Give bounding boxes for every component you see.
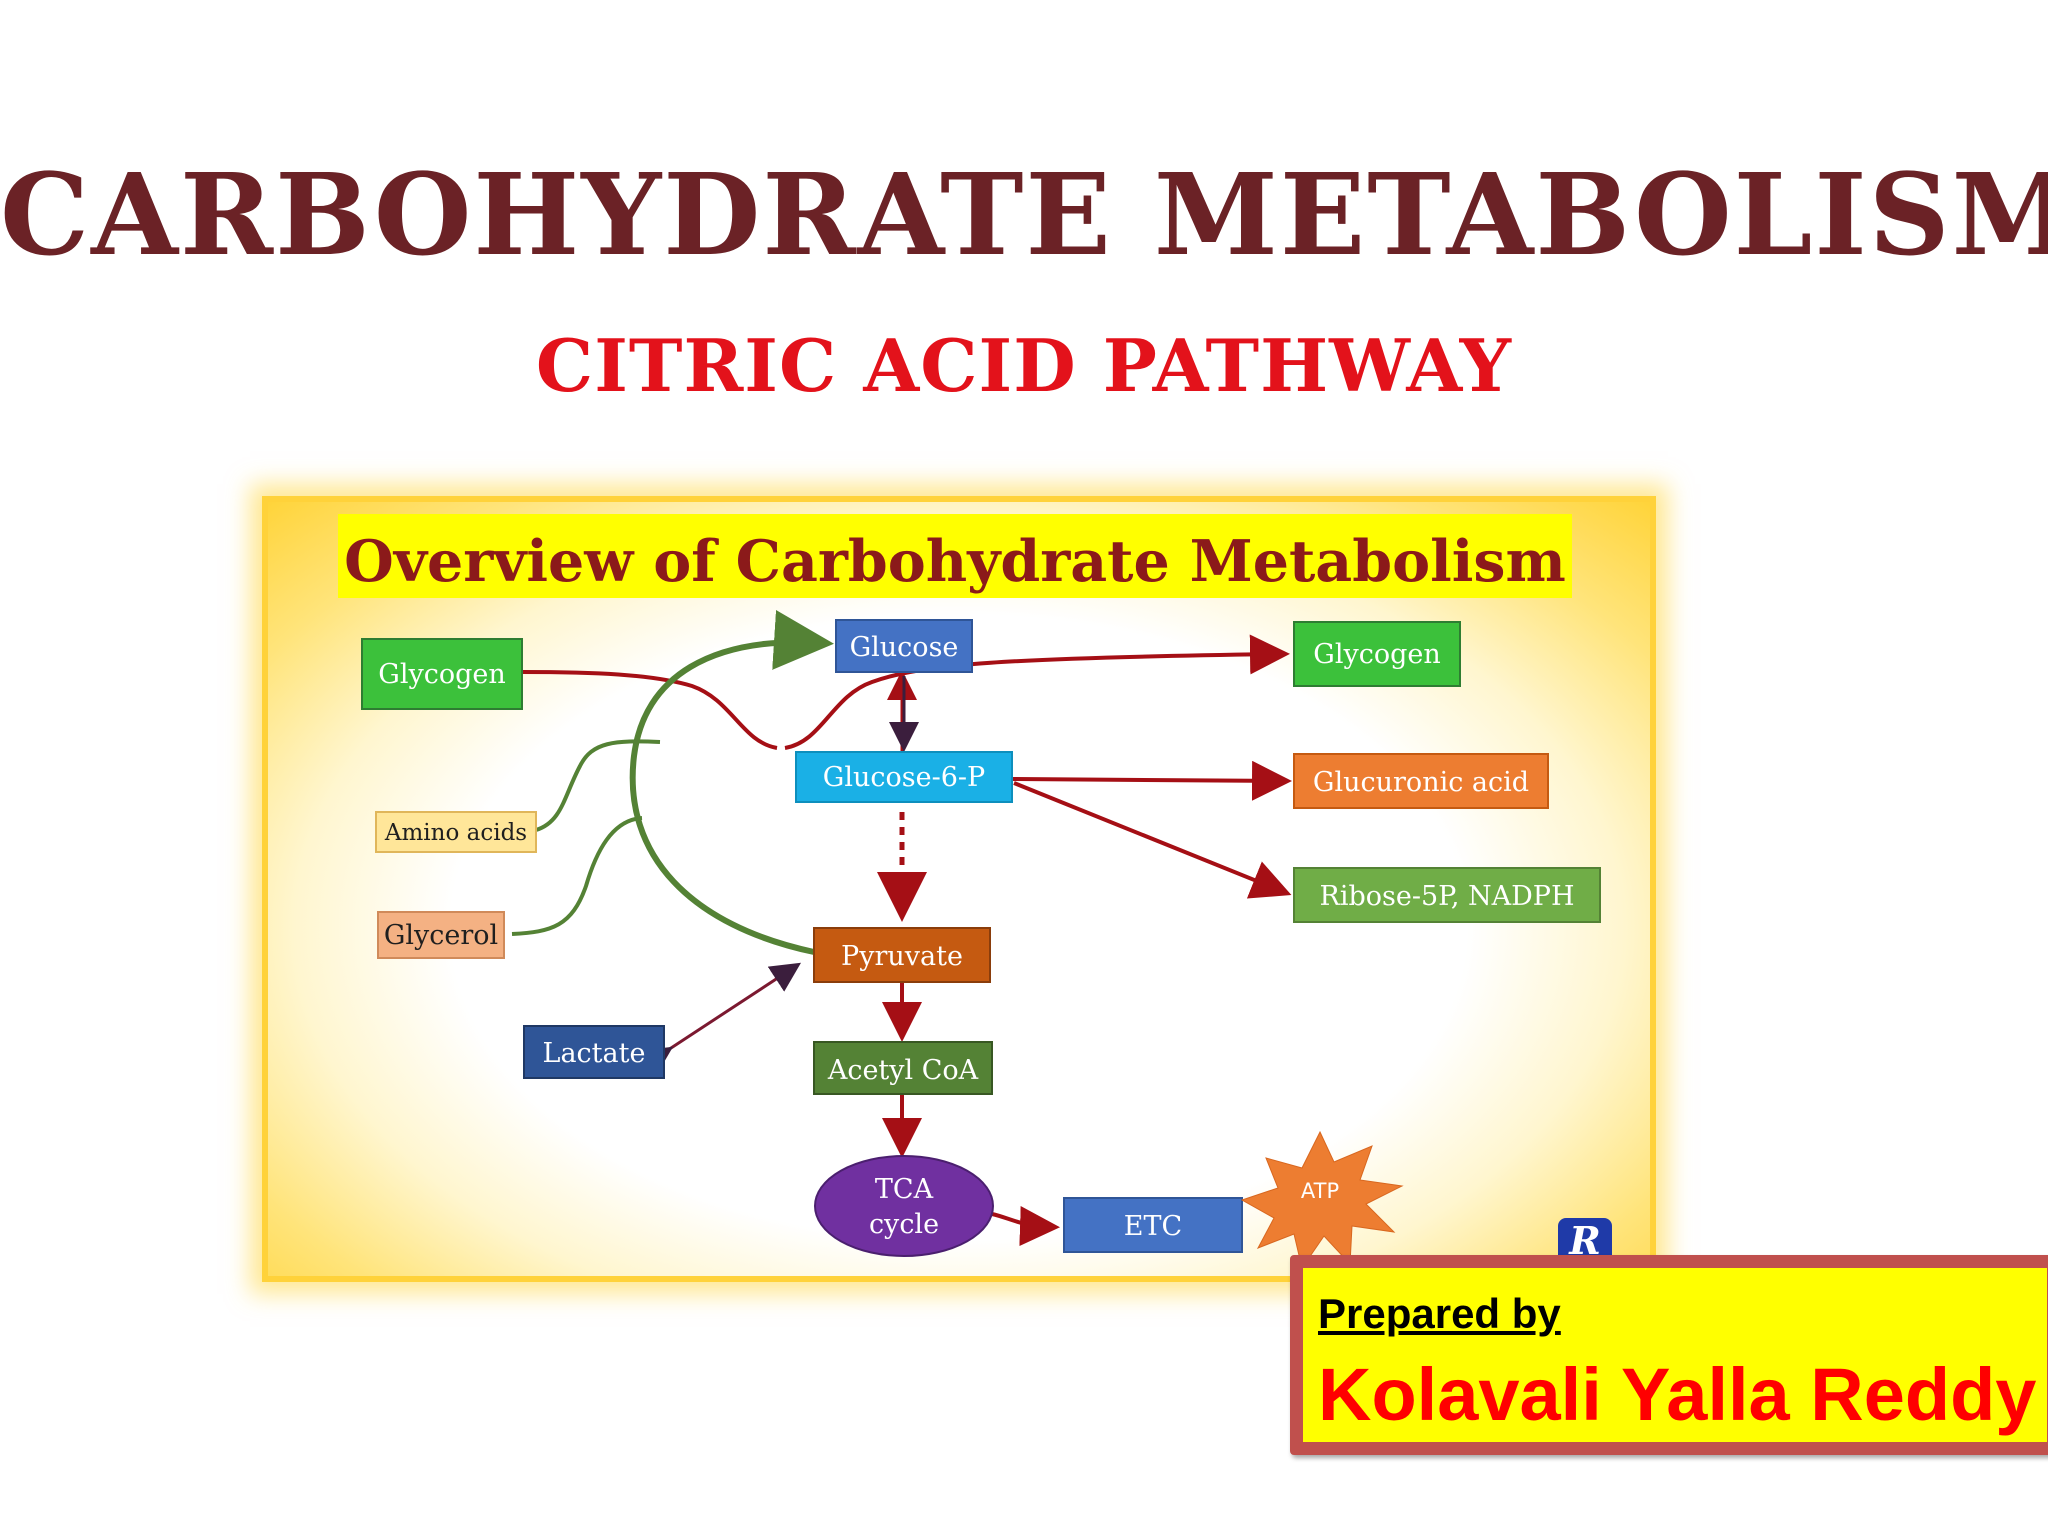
svg-text:Amino acids: Amino acids (384, 820, 527, 846)
node-glycerol: Glycerol (377, 911, 505, 959)
svg-text:Acetyl CoA: Acetyl CoA (827, 1055, 979, 1086)
node-tca-cycle: TCA cycle (814, 1155, 994, 1257)
node-acetyl-coa: Acetyl CoA (813, 1041, 993, 1095)
node-amino-acids: Amino acids (375, 811, 537, 853)
svg-text:Glycogen: Glycogen (378, 659, 506, 690)
arrow-glycogen-to-glucose6p (521, 670, 778, 750)
svg-text:Glycogen: Glycogen (1313, 639, 1441, 670)
svg-text:Glucose: Glucose (850, 632, 959, 663)
metabolism-diagram: Overview of Carbohydrate Metabolism Glyc… (338, 514, 1612, 1270)
node-glucose-6-p: Glucose-6-P (795, 751, 1013, 803)
arrow-pyruvate-lactate (639, 962, 802, 1076)
node-glucose: Glucose (835, 619, 973, 673)
prepared-by-label: Prepared by (1318, 1290, 1561, 1337)
arrow-tca-to-etc (991, 1206, 1060, 1246)
node-ribose-5p: Ribose-5P, NADPH (1293, 867, 1601, 923)
slide-subtitle: CITRIC ACID PATHWAY (535, 323, 1513, 408)
slide-title: CARBOHYDRATE METABOLISM (0, 150, 2048, 281)
svg-text:cycle: cycle (869, 1209, 939, 1240)
node-atp-burst: ATP (1240, 1130, 1404, 1270)
svg-text:Pyruvate: Pyruvate (841, 941, 963, 972)
svg-text:Glucuronic acid: Glucuronic acid (1313, 767, 1529, 798)
svg-text:ETC: ETC (1124, 1211, 1182, 1242)
node-glycogen-left: Glycogen (361, 638, 523, 710)
arrow-glycerol-feed (511, 816, 643, 936)
svg-text:Glycerol: Glycerol (384, 920, 498, 951)
node-lactate: Lactate (523, 1025, 665, 1079)
svg-text:ATP: ATP (1301, 1179, 1339, 1203)
node-pyruvate: Pyruvate (813, 927, 991, 983)
arrow-glucose6p-to-glucuronic (1011, 760, 1292, 801)
svg-text:Lactate: Lactate (543, 1038, 646, 1069)
figure-heading-highlight (338, 514, 1572, 598)
node-etc: ETC (1063, 1197, 1243, 1253)
arrow-aminoacids-feed (535, 739, 661, 832)
svg-text:Ribose-5P, NADPH: Ribose-5P, NADPH (1320, 881, 1575, 912)
arrow-gluconeogenesis (629, 610, 834, 955)
svg-text:Glucose-6-P: Glucose-6-P (823, 762, 985, 793)
credit-box: Prepared by Kolavali Yalla Reddy (1290, 1255, 2048, 1455)
arrow-glucose6p-to-ribose (1013, 781, 1292, 899)
svg-text:TCA: TCA (875, 1174, 934, 1205)
author-name: Kolavali Yalla Reddy (1318, 1353, 2037, 1436)
figure-heading: Overview of Carbohydrate Metabolism (344, 528, 1566, 595)
node-glucuronic-acid: Glucuronic acid (1293, 753, 1549, 809)
node-glycogen-right: Glycogen (1293, 621, 1461, 687)
